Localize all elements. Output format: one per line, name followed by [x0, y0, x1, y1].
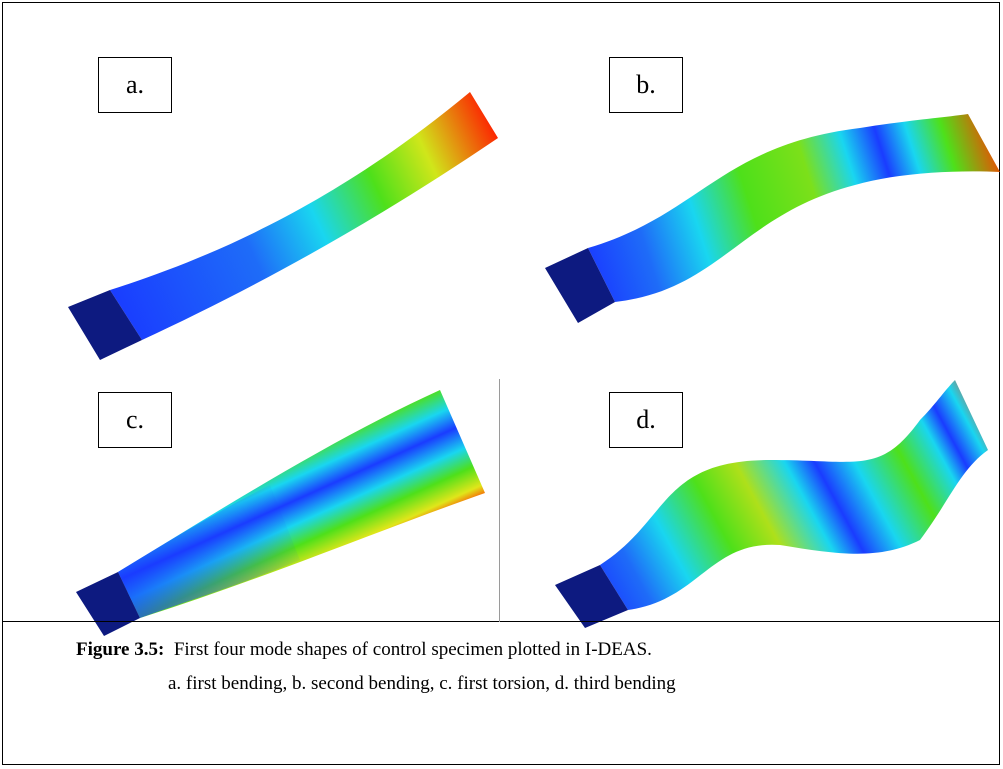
- beam-d: [600, 380, 988, 610]
- panel-divider: [499, 379, 500, 622]
- panel-label-d: d.: [609, 392, 683, 448]
- beam-c-shade: [118, 485, 300, 618]
- panel-label-c: c.: [98, 392, 172, 448]
- clamp-c: [76, 572, 140, 636]
- mode-shape-a: [68, 92, 498, 360]
- panel-label-a: a.: [98, 57, 172, 113]
- mode-shape-d: [555, 380, 988, 628]
- clamp-d: [555, 565, 628, 628]
- caption-mode-list: a. first bending, b. second bending, c. …: [168, 673, 676, 694]
- beam-b: [588, 114, 1000, 302]
- beam-a: [110, 92, 498, 340]
- panel-label-b: b.: [609, 57, 683, 113]
- caption-text: First four mode shapes of control specim…: [173, 639, 652, 660]
- caption-divider: [2, 621, 1000, 622]
- mode-shape-c: [76, 390, 485, 636]
- clamp-a: [68, 290, 142, 360]
- caption-lead: Figure 3.5:: [76, 639, 165, 660]
- figure-caption: Figure 3.5: First four mode shapes of co…: [76, 635, 652, 665]
- mode-shape-b: [545, 114, 1000, 323]
- clamp-b: [545, 248, 615, 323]
